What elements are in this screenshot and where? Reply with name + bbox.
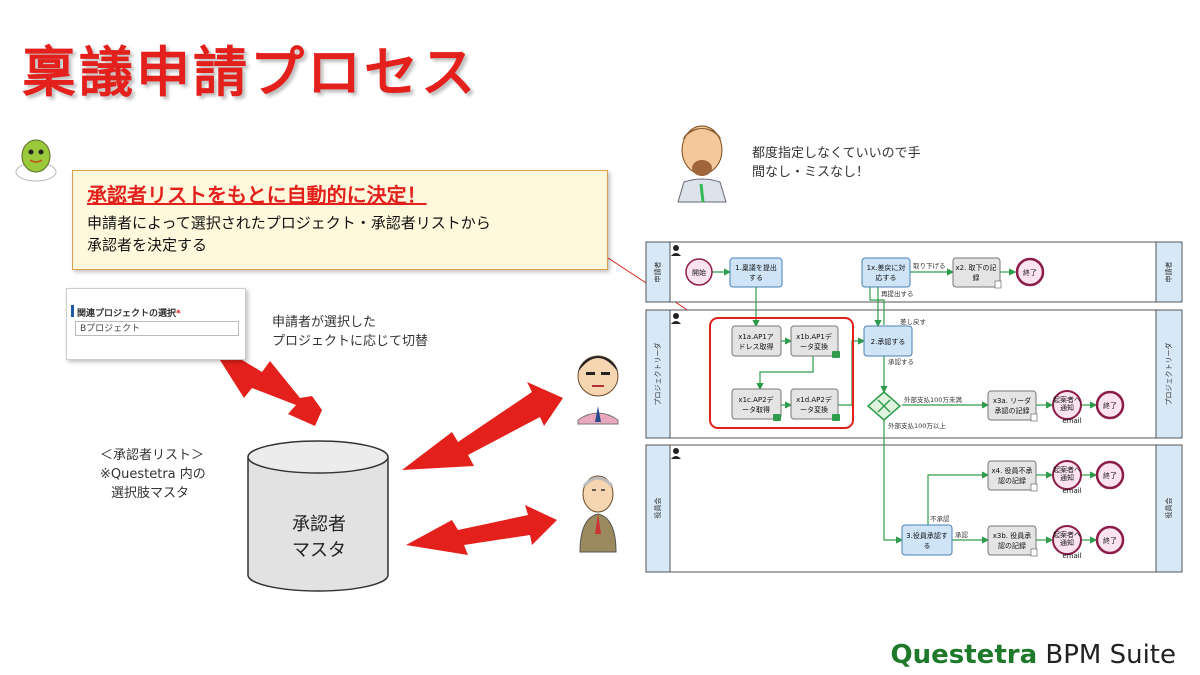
lane-person-icon bbox=[671, 245, 681, 459]
flow-label-reject: 不承認 bbox=[930, 514, 950, 523]
end-event: 終了 bbox=[1095, 525, 1125, 555]
svg-text:認の記録: 認の記録 bbox=[998, 476, 1026, 485]
svg-text:3.役員承認す: 3.役員承認す bbox=[906, 531, 948, 540]
leader-person-icon bbox=[577, 355, 619, 425]
red-arrow-icon bbox=[206, 338, 563, 555]
flow-label-approve: 承認する bbox=[888, 357, 914, 366]
svg-text:起案者へ: 起案者へ bbox=[1053, 465, 1081, 474]
project-select-form: 関連プロジェクトの選択* Bプロジェクト bbox=[66, 288, 246, 360]
flow-label-withdraw: 取り下げる bbox=[913, 261, 946, 270]
task-submit: 1.稟議を提出 する bbox=[729, 257, 783, 288]
task-x4: x4. 役員不承 認の記録 bbox=[987, 460, 1038, 492]
svg-text:応する: 応する bbox=[876, 273, 897, 282]
brand-name: Questetra bbox=[890, 640, 1038, 670]
svg-text:email: email bbox=[1062, 487, 1081, 495]
brand-logo: Questetra BPM Suite bbox=[891, 640, 1176, 670]
task-approve: 2.承認する bbox=[863, 325, 913, 357]
svg-text:通知: 通知 bbox=[1060, 403, 1074, 412]
svg-text:x3a. リーダ: x3a. リーダ bbox=[993, 396, 1031, 405]
callout-heading: 承認者リストをもとに自動的に決定！ bbox=[87, 183, 427, 207]
svg-text:終了: 終了 bbox=[1103, 536, 1117, 545]
flow-label-large-amount: 外部支払100万以上 bbox=[888, 421, 946, 430]
svg-text:email: email bbox=[1062, 417, 1081, 425]
end-event: 終了 bbox=[1095, 460, 1125, 490]
svg-text:認の記録: 認の記録 bbox=[998, 541, 1026, 550]
svg-text:x1c.AP2デ: x1c.AP2デ bbox=[738, 395, 773, 404]
task-x1b: x1b.AP1デ ータ変換 bbox=[790, 325, 840, 358]
svg-text:email: email bbox=[1062, 552, 1081, 560]
required-mark: * bbox=[176, 309, 181, 319]
svg-text:x4. 役員不承: x4. 役員不承 bbox=[991, 466, 1032, 475]
database-cylinder-icon bbox=[247, 440, 389, 592]
select-accent-bar bbox=[71, 305, 74, 317]
task-x1a: x1a.AP1ア ドレス取得 bbox=[731, 325, 782, 357]
lane-label-right: プロジェクトリーダ bbox=[1164, 343, 1173, 406]
svg-text:終了: 終了 bbox=[1023, 268, 1037, 277]
svg-text:ドレス取得: ドレス取得 bbox=[739, 342, 774, 351]
swimlane-project-leader: プロジェクトリーダ プロジェクトリーダ bbox=[645, 309, 1183, 439]
gateway-icon bbox=[866, 391, 902, 421]
lane-label: プロジェクトリーダ bbox=[653, 343, 662, 406]
svg-text:x1a.AP1ア: x1a.AP1ア bbox=[738, 333, 774, 341]
svg-text:終了: 終了 bbox=[1103, 471, 1117, 480]
svg-text:ータ変換: ータ変換 bbox=[800, 342, 828, 351]
flow-label-small-amount: 外部支払100万未満 bbox=[904, 395, 962, 404]
thinking-man-icon bbox=[677, 125, 727, 203]
svg-text:ータ取得: ータ取得 bbox=[742, 405, 770, 414]
svg-text:する: する bbox=[749, 274, 763, 282]
task-x1d: x1d.AP2デ ータ変換 bbox=[790, 388, 840, 421]
svg-text:通知: 通知 bbox=[1060, 473, 1074, 482]
flow-label-approved: 承認 bbox=[955, 530, 969, 539]
lane-label-right: 申請者 bbox=[1164, 262, 1173, 283]
svg-text:通知: 通知 bbox=[1060, 538, 1074, 547]
notify-email-event: 起案者へ 通知 email bbox=[1052, 460, 1082, 495]
lane-label: 役員会 bbox=[653, 498, 662, 519]
svg-text:起案者へ: 起案者へ bbox=[1053, 530, 1081, 539]
task-x1c: x1c.AP2デ ータ取得 bbox=[731, 388, 782, 421]
highlight-group bbox=[709, 317, 854, 429]
task-board-approve: 3.役員承認す る bbox=[901, 524, 953, 556]
brand-suffix: BPM Suite bbox=[1037, 640, 1176, 670]
task-x3a: x3a. リーダ 承認の記録 bbox=[987, 390, 1038, 422]
svg-text:x2. 取下の記: x2. 取下の記 bbox=[955, 263, 996, 272]
svg-text:x1b.AP1デ: x1b.AP1デ bbox=[796, 332, 832, 341]
svg-text:ータ変換: ータ変換 bbox=[800, 405, 828, 414]
flow-label-resubmit: 再提出する bbox=[881, 289, 914, 298]
flow-label-sendback: 差し戻す bbox=[900, 317, 927, 326]
svg-text:2.承認する: 2.承認する bbox=[871, 337, 906, 346]
end-event: 終了 bbox=[1095, 390, 1125, 420]
svg-text:る: る bbox=[924, 542, 931, 550]
svg-text:終了: 終了 bbox=[1103, 401, 1117, 410]
select-note: 申請者が選択した プロジェクトに応じて切替 bbox=[272, 315, 429, 349]
thought-text: 都度指定しなくていいので手 間なし・ミスなし！ bbox=[752, 146, 921, 180]
mascot-icon bbox=[15, 139, 57, 182]
callout-box: 承認者リストをもとに自動的に決定！ 申請者によって選択されたプロジェクト・承認者… bbox=[72, 170, 608, 270]
executive-person-icon bbox=[579, 475, 617, 553]
start-event: 開始 bbox=[685, 258, 713, 286]
svg-text:開始: 開始 bbox=[692, 268, 706, 277]
callout-body: 申請者によって選択されたプロジェクト・承認者リストから 承認者を決定する bbox=[87, 214, 491, 254]
svg-text:承認の記録: 承認の記録 bbox=[995, 406, 1030, 415]
lane-label: 申請者 bbox=[653, 262, 662, 283]
notify-email-event: 起案者へ 通知 email bbox=[1052, 390, 1082, 425]
svg-text:x1d.AP2デ: x1d.AP2デ bbox=[796, 395, 832, 404]
page-title: 稟議申請プロセス bbox=[22, 41, 478, 104]
select-label: 関連プロジェクトの選択* bbox=[77, 309, 181, 319]
task-withdraw-record: x2. 取下の記 録 bbox=[952, 257, 1002, 289]
approver-list-note: ＜承認者リスト＞ ※Questetra 内の 選択肢マスタ bbox=[100, 448, 206, 501]
lane-label-right: 役員会 bbox=[1164, 498, 1173, 519]
svg-text:1.稟議を提出: 1.稟議を提出 bbox=[735, 263, 777, 272]
svg-text:起案者へ: 起案者へ bbox=[1053, 395, 1081, 404]
task-handle-sendback: 1x.差戻に対 応する bbox=[861, 257, 911, 288]
notify-email-event: 起案者へ 通知 email bbox=[1052, 525, 1082, 560]
database-label: 承認者 マスタ bbox=[292, 514, 346, 561]
svg-text:1x.差戻に対: 1x.差戻に対 bbox=[867, 263, 906, 272]
end-event: 終了 bbox=[1015, 257, 1045, 287]
task-x3b: x3b. 役員承 認の記録 bbox=[987, 525, 1038, 557]
svg-text:x3b. 役員承: x3b. 役員承 bbox=[993, 531, 1032, 540]
project-select-input[interactable]: Bプロジェクト bbox=[75, 321, 239, 336]
svg-text:録: 録 bbox=[973, 273, 980, 282]
